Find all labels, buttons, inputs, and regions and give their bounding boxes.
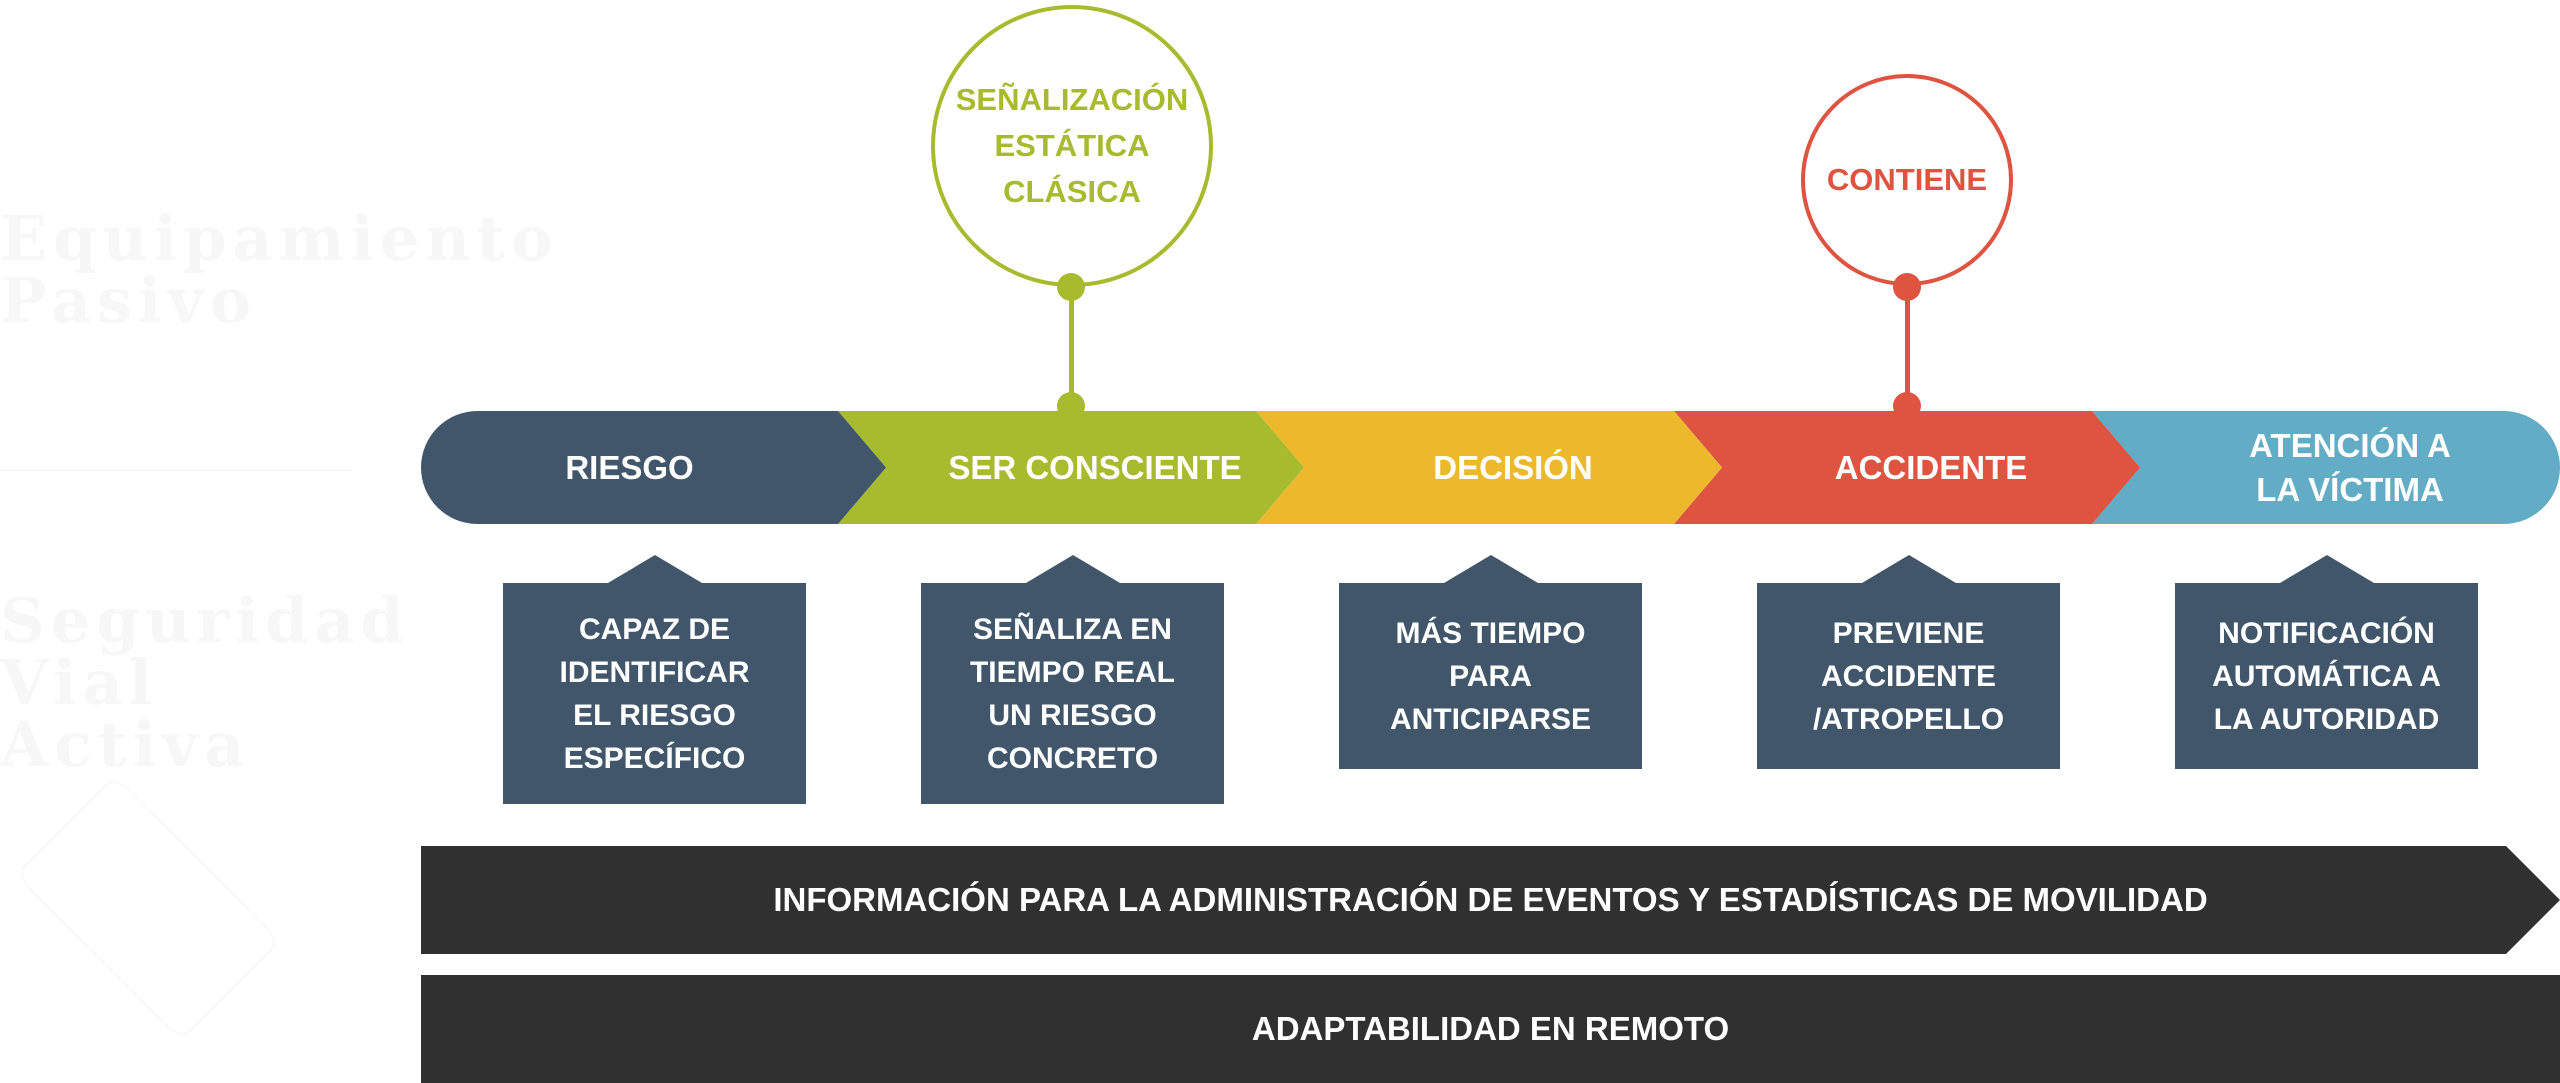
description-box: CAPAZ DE IDENTIFICAR EL RIESGO ESPECÍFIC… xyxy=(503,555,806,804)
description-box: MÁS TIEMPO PARA ANTICIPARSE xyxy=(1339,555,1642,769)
pointer xyxy=(2279,555,2374,583)
stage-label: RIESGO xyxy=(565,448,694,486)
remote-bar-text: ADAPTABILIDAD EN REMOTO xyxy=(1251,1010,1730,1047)
stage-label: ACCIDENTE xyxy=(1834,448,2028,486)
pointer xyxy=(607,555,702,583)
pointer xyxy=(1025,555,1120,583)
heading-active-road-safety: Seguridad Vial Activa xyxy=(0,584,410,781)
callout-static-signage: SEÑALIZACIÓN ESTÁTICA CLÁSICA xyxy=(931,5,1213,287)
information-bar: INFORMACIÓN PARA LA ADMINISTRACIÓN DE EV… xyxy=(421,846,2560,954)
pointer xyxy=(1861,555,1956,583)
description-text: SEÑALIZA EN TIEMPO REAL UN RIESGO CONCRE… xyxy=(969,612,1175,775)
stage-label: ATENCIÓN A LA VÍCTIMA xyxy=(2249,426,2451,508)
stage-label: SER CONSCIENTE xyxy=(948,448,1242,486)
pointer xyxy=(1443,555,1538,583)
callout-static-signage-text: SEÑALIZACIÓN ESTÁTICA CLÁSICA xyxy=(955,82,1189,209)
divider xyxy=(0,470,353,471)
stage-risk: RIESGO xyxy=(421,411,886,524)
connector-line xyxy=(1905,287,1910,402)
stage-awareness: SER CONSCIENTE xyxy=(838,411,1304,524)
connector-line xyxy=(1069,287,1074,402)
stage-victim-care: ATENCIÓN A LA VÍCTIMA xyxy=(2092,411,2560,524)
faint-logo xyxy=(14,774,282,1042)
heading-passive-equipment: Equipamiento Pasivo xyxy=(0,202,559,337)
description-box: SEÑALIZA EN TIEMPO REAL UN RIESGO CONCRE… xyxy=(921,555,1224,804)
stage-decision: DECISIÓN xyxy=(1256,411,1722,524)
callout-contains: CONTIENE xyxy=(1801,74,2013,286)
information-bar-text: INFORMACIÓN PARA LA ADMINISTRACIÓN DE EV… xyxy=(773,881,2208,918)
description-text: MÁS TIEMPO PARA ANTICIPARSE xyxy=(1389,616,1592,736)
description-text: NOTIFICACIÓN AUTOMÁTICA A LA AUTORIDAD xyxy=(2212,616,2441,736)
description-box: PREVIENE ACCIDENTE /ATROPELLO xyxy=(1757,555,2060,769)
stage-accident: ACCIDENTE xyxy=(1674,411,2140,524)
description-text: PREVIENE ACCIDENTE /ATROPELLO xyxy=(1812,616,2005,736)
description-box: NOTIFICACIÓN AUTOMÁTICA A LA AUTORIDAD xyxy=(2175,555,2478,769)
stage-label: DECISIÓN xyxy=(1433,448,1593,486)
description-text: CAPAZ DE IDENTIFICAR EL RIESGO ESPECÍFIC… xyxy=(559,612,750,775)
remote-bar: ADAPTABILIDAD EN REMOTO xyxy=(421,975,2560,1083)
callout-contains-text: CONTIENE xyxy=(1826,162,1988,197)
